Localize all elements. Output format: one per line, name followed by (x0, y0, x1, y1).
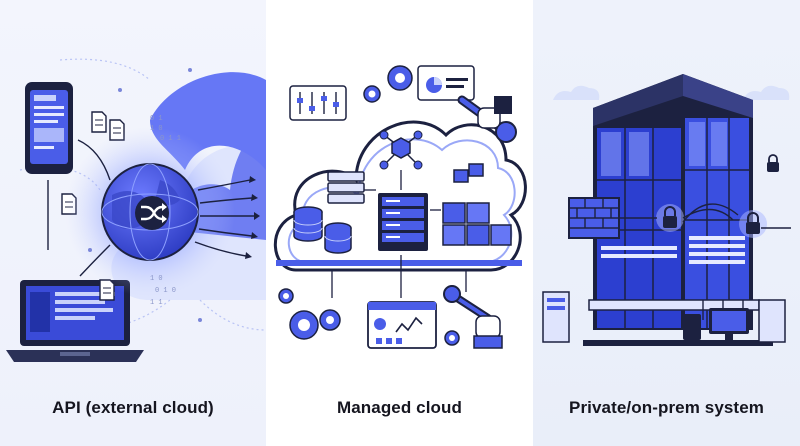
managed-cloud-illustration (273, 65, 527, 349)
server-icon (327, 171, 365, 204)
panel-managed-cloud: Managed cloud (266, 0, 533, 446)
shuffle-icon (135, 196, 169, 230)
wrench-icon (457, 95, 517, 143)
monitor-icon (683, 299, 786, 343)
svg-text:0 1: 0 1 (150, 115, 163, 123)
padlock-icon (656, 154, 779, 238)
on-prem-illustration (542, 74, 791, 346)
wrench-icon (443, 285, 503, 349)
panel-api-external-cloud: 0 1 1 0 0 1 1 1 0 0 1 0 1 1 API (externa… (0, 0, 266, 446)
database-icon (293, 206, 352, 254)
control-panel-icon (289, 85, 347, 121)
svg-text:0 1 1: 0 1 1 (160, 135, 181, 143)
device-arrows (47, 139, 111, 277)
binary-stream: 0 1 1 0 0 1 1 1 0 0 1 0 1 1 (150, 115, 181, 307)
dashboard-icon (417, 65, 475, 101)
api-output-arrows (194, 179, 254, 257)
server-rack-icon (601, 236, 745, 264)
smartphone-icon (25, 82, 73, 174)
network-cables (619, 203, 791, 320)
svg-text:1 1: 1 1 (150, 299, 163, 307)
server-rack-icon (378, 193, 428, 251)
container-icon (442, 163, 512, 246)
flow-arrows (331, 170, 467, 298)
firewall-icon (568, 197, 620, 239)
monitoring-panel-icon (367, 301, 437, 349)
network-node-icon (379, 130, 423, 170)
building-icon (583, 74, 773, 346)
cloud-icon (553, 85, 790, 100)
panel-caption: Private/on-prem system (569, 398, 764, 417)
panel-caption: Managed cloud (336, 398, 463, 417)
panel-private-on-prem: Private/on-prem system (533, 0, 800, 446)
panel-caption: API (external cloud) (52, 398, 214, 417)
gear-icon (278, 65, 460, 346)
api-illustration: 0 1 1 0 0 1 1 1 0 0 1 0 1 1 (6, 58, 266, 362)
svg-text:1 0: 1 0 (150, 275, 163, 283)
svg-text:0 1 0: 0 1 0 (155, 287, 176, 295)
svg-text:1 0: 1 0 (150, 125, 163, 133)
cloud-base-bar (276, 260, 522, 266)
server-rack-icon (542, 291, 570, 343)
